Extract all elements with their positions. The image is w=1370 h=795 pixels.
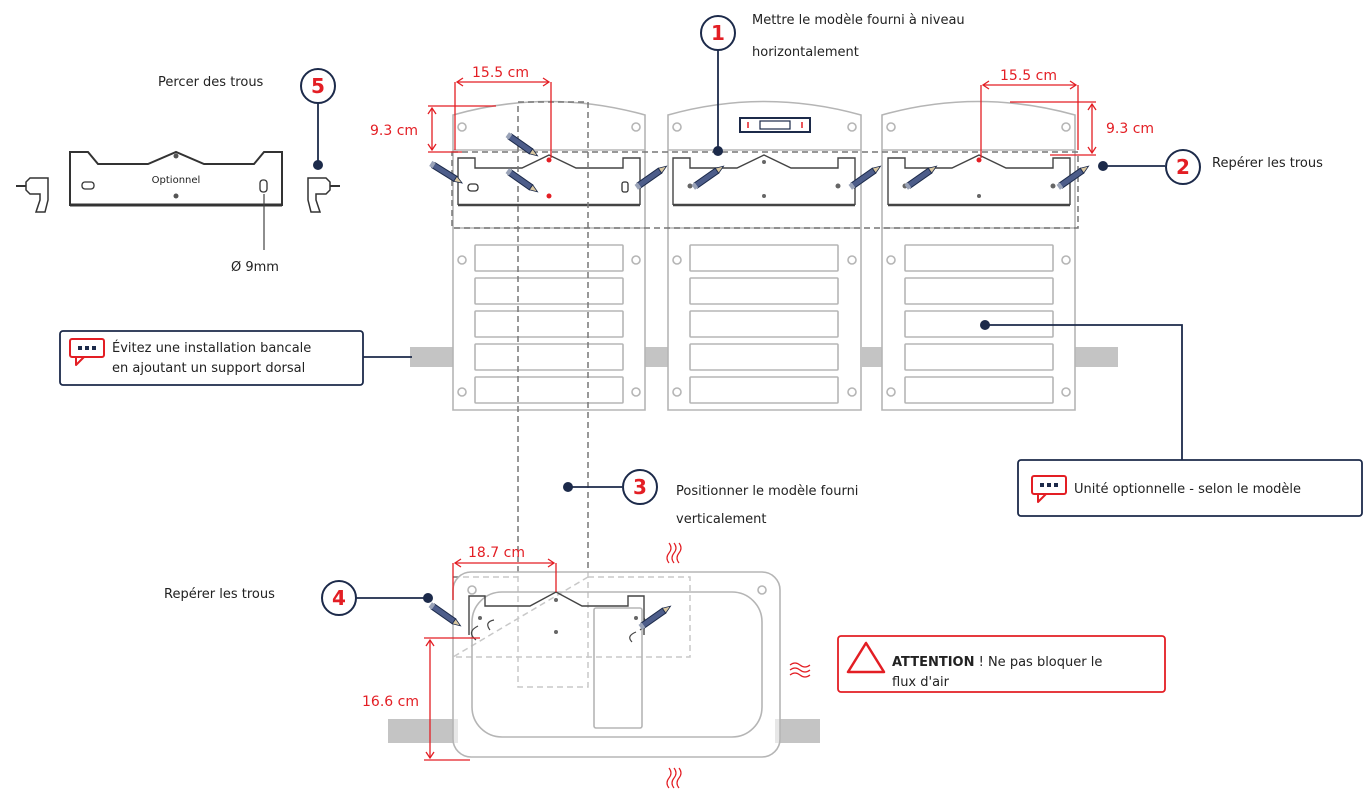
drill-bracket: Optionnel Ø 9mm [69,150,283,275]
svg-text:ATTENTION ! Ne pas bloquer le: ATTENTION ! Ne pas bloquer le [892,655,1102,670]
bottom-unit [452,571,781,758]
warning-line2: flux d'air [892,675,950,690]
step-3-number: 3 [633,475,647,499]
level-icon [739,117,811,133]
top-unit-left [452,100,646,411]
step-2-callout: 2 Repérer les trous [1098,149,1323,185]
top-unit-middle [667,100,862,411]
step-3-label-line1: Positionner le modèle fourni [676,484,858,499]
hole-diameter-label: Ø 9mm [231,260,279,275]
dim-top-left-width: 15.5 cm [472,65,529,81]
dim-bottom-width: 18.7 cm [468,545,525,561]
step-5-callout: 5 Percer des trous [158,68,336,170]
heat-wave-icon [789,662,811,678]
warning-line1: ! Ne pas bloquer le [974,655,1102,670]
step-1-label-line1: Mettre le modèle fourni à niveau [752,13,965,28]
warning-box: ATTENTION ! Ne pas bloquer le flux d'air [837,635,1166,693]
warning-triangle-icon [846,641,886,674]
step-3-callout: 3 Positionner le modèle fourni verticale… [563,469,858,527]
dim-top-right-height: 9.3 cm [1106,121,1154,137]
step-5-number: 5 [311,74,325,98]
pipe [388,347,1118,743]
heat-wave-icon [666,767,682,789]
step-4-number: 4 [332,586,346,610]
drill-icon [15,177,49,213]
drill-icon [307,177,341,213]
support-note-box: Évitez une installation bancale en ajout… [59,330,412,386]
support-note-line1: Évitez une installation bancale [112,340,311,356]
step-1-label-line2: horizontalement [752,45,859,60]
heat-wave-icon [666,542,682,564]
optional-unit-note: Unité optionnelle - selon le modèle [980,320,1363,517]
step-2-number: 2 [1176,155,1190,179]
optional-unit-label: Unité optionnelle - selon le modèle [1074,482,1301,497]
step-2-label: Repérer les trous [1212,156,1323,171]
dimension-lines [424,77,1097,761]
support-note-line2: en ajoutant un support dorsal [112,361,305,376]
step-5-label: Percer des trous [158,75,264,90]
step-4-label: Repérer les trous [164,587,275,602]
dim-top-right-width: 15.5 cm [1000,68,1057,84]
step-1-callout: 1 Mettre le modèle fourni à niveau horiz… [700,13,965,156]
dim-bottom-height: 16.6 cm [362,694,419,710]
step-1-number: 1 [711,21,725,45]
mounting-template [457,154,1071,207]
warning-title: ATTENTION [892,655,974,670]
dim-top-left-height: 9.3 cm [370,123,418,139]
top-unit-right [881,100,1076,411]
step-3-label-line2: verticalement [676,512,766,527]
step-4-callout: 4 Repérer les trous [164,580,433,616]
optional-label: Optionnel [152,175,201,186]
